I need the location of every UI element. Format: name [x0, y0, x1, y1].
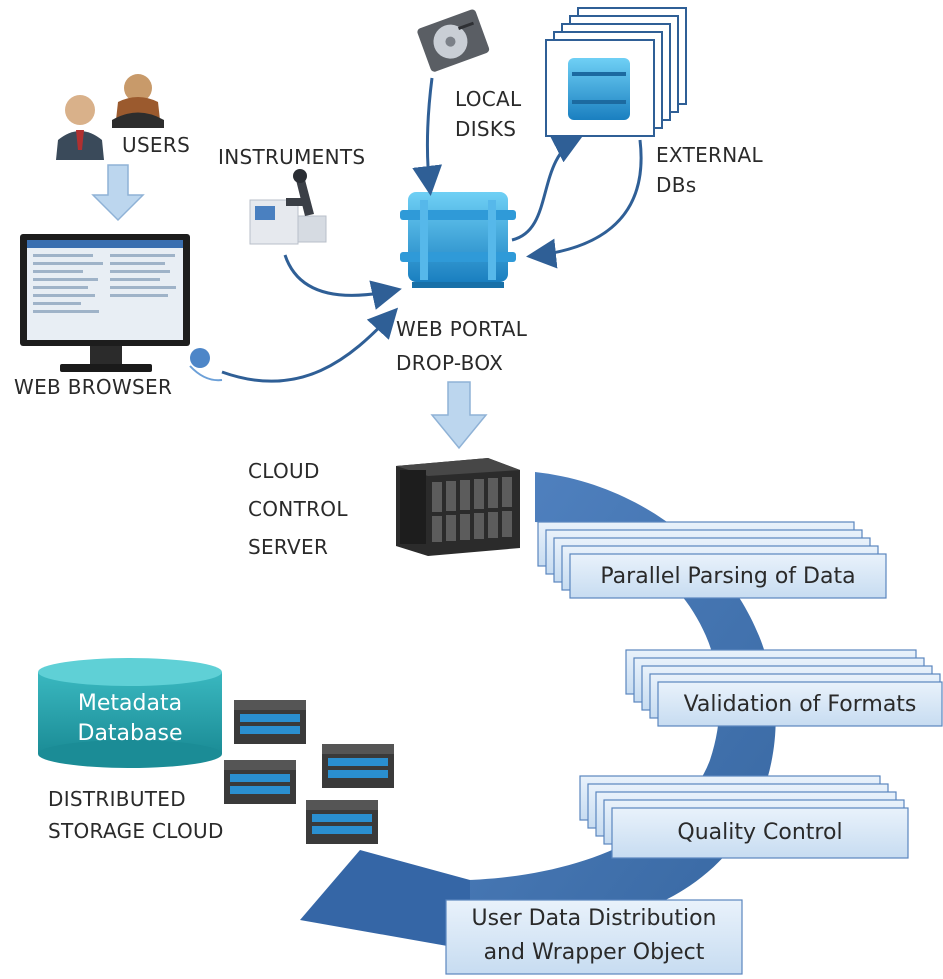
storage-label-1: DISTRIBUTED [48, 787, 186, 811]
metadata-label-1: Metadata [77, 691, 183, 716]
storage-servers-icon [224, 700, 394, 844]
users-label: USERS [122, 133, 191, 157]
web-portal-server-icon [400, 192, 516, 288]
step4-box [445, 899, 743, 975]
users-to-browser-arrow [91, 164, 145, 222]
externaldb-to-portal-arrow [526, 139, 643, 269]
step3-label: Quality Control [677, 820, 843, 845]
cloud-label-1: CLOUD [248, 459, 320, 483]
metadata-database-icon [38, 658, 222, 768]
external-dbs-label-2: DBs [656, 173, 697, 197]
browser-to-portal-arrow [221, 307, 399, 383]
step4-label-2: and Wrapper Object [483, 940, 705, 965]
step4-label-1: User Data Distribution [471, 906, 717, 931]
local-disk-icon [417, 9, 490, 72]
step2-stack [625, 649, 943, 727]
step1-label: Parallel Parsing of Data [600, 564, 856, 589]
portal-to-cloud-arrow [430, 381, 488, 450]
users-icon [56, 74, 164, 160]
web-portal-label-2: DROP-BOX [396, 351, 504, 375]
cloud-control-server-icon [396, 458, 520, 556]
local-disks-label-2: DISKS [455, 117, 517, 141]
step1-stack [537, 521, 887, 599]
instruments-icon [249, 169, 327, 245]
metadata-label-2: Database [77, 721, 183, 746]
step3-stack [579, 775, 909, 859]
external-dbs-stack-icon [545, 7, 687, 137]
local-disks-label-1: LOCAL [455, 87, 522, 111]
portal-to-externaldb-arrow [511, 135, 584, 242]
web-browser-monitor-icon [20, 234, 223, 382]
web-portal-label-1: WEB PORTAL [396, 317, 528, 341]
external-dbs-label-1: EXTERNAL [656, 143, 763, 167]
instruments-to-portal-arrow [283, 254, 402, 310]
step2-label: Validation of Formats [683, 692, 917, 717]
pipeline-arrowhead [300, 850, 470, 950]
instruments-label: INSTRUMENTS [218, 145, 366, 169]
cloud-label-3: SERVER [248, 535, 329, 559]
disk-to-portal-arrow [412, 77, 443, 196]
web-browser-label: WEB BROWSER [14, 375, 173, 399]
cloud-label-2: CONTROL [248, 497, 348, 521]
storage-label-2: STORAGE CLOUD [48, 819, 224, 843]
